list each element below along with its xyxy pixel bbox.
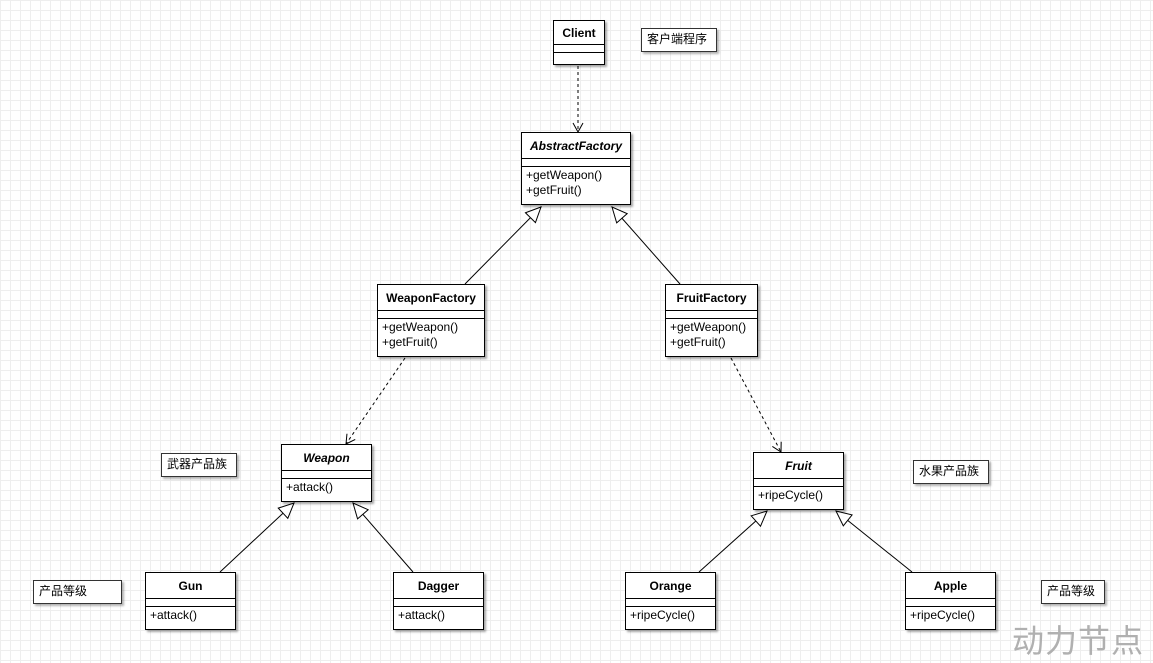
class-orange-methods: +ripeCycle() [626, 607, 715, 624]
method: +getFruit() [670, 335, 726, 349]
class-fruit-factory-methods: +getWeapon() +getFruit() [666, 319, 757, 351]
watermark-logo: 动力节点 [1012, 622, 1145, 660]
class-orange[interactable]: Orange +ripeCycle() [625, 572, 716, 630]
class-weapon-factory-methods: +getWeapon() +getFruit() [378, 319, 484, 351]
class-abstract-factory[interactable]: AbstractFactory +getWeapon() +getFruit() [521, 132, 631, 205]
class-fruit-factory[interactable]: FruitFactory +getWeapon() +getFruit() [665, 284, 758, 357]
class-apple-attributes [906, 599, 995, 607]
class-fruit-attributes [754, 479, 843, 487]
class-weapon-methods: +attack() [282, 479, 371, 496]
class-client[interactable]: Client [553, 20, 605, 65]
method: +ripeCycle() [630, 608, 696, 622]
class-fruit-methods: +ripeCycle() [754, 487, 843, 504]
class-fruit-factory-title: FruitFactory [666, 285, 757, 311]
class-abstract-factory-title: AbstractFactory [522, 133, 630, 159]
class-gun-title: Gun [146, 573, 235, 599]
generalization-apple [835, 510, 913, 573]
dependency-weaponfactory-weapon [345, 357, 406, 445]
class-weapon-attributes [282, 471, 371, 479]
method: +ripeCycle() [910, 608, 976, 622]
method: +getFruit() [526, 183, 582, 197]
class-weapon-factory-title: WeaponFactory [378, 285, 484, 311]
class-orange-title: Orange [626, 573, 715, 599]
class-abstract-factory-methods: +getWeapon() +getFruit() [522, 167, 630, 199]
class-dagger-attributes [394, 599, 483, 607]
class-weapon[interactable]: Weapon +attack() [281, 444, 372, 502]
method: +getWeapon() [670, 320, 747, 334]
method: +getFruit() [382, 335, 438, 349]
dependency-fruitfactory-fruit [730, 357, 782, 453]
class-gun-methods: +attack() [146, 607, 235, 624]
method: +attack() [398, 608, 446, 622]
note-client-program[interactable]: 客户端程序 [641, 28, 717, 52]
class-apple[interactable]: Apple +ripeCycle() [905, 572, 996, 630]
class-apple-title: Apple [906, 573, 995, 599]
method: +ripeCycle() [758, 488, 824, 502]
class-weapon-factory[interactable]: WeaponFactory +getWeapon() +getFruit() [377, 284, 485, 357]
class-fruit[interactable]: Fruit +ripeCycle() [753, 452, 844, 510]
class-apple-methods: +ripeCycle() [906, 607, 995, 624]
class-abstract-factory-attributes [522, 159, 630, 167]
method: +attack() [150, 608, 198, 622]
class-weapon-title: Weapon [282, 445, 371, 471]
class-fruit-factory-attributes [666, 311, 757, 319]
class-orange-attributes [626, 599, 715, 607]
class-client-attributes [554, 45, 604, 53]
note-fruit-family[interactable]: 水果产品族 [913, 460, 989, 484]
class-client-title: Client [554, 21, 604, 45]
class-dagger-title: Dagger [394, 573, 483, 599]
class-client-methods [554, 53, 604, 61]
generalization-dagger [352, 502, 414, 573]
note-product-level-right[interactable]: 产品等级 [1041, 580, 1105, 604]
method: +getWeapon() [526, 168, 603, 182]
note-weapon-family[interactable]: 武器产品族 [161, 453, 237, 477]
generalization-fruitfactory [611, 206, 681, 285]
class-dagger[interactable]: Dagger +attack() [393, 572, 484, 630]
method: +getWeapon() [382, 320, 459, 334]
method: +attack() [286, 480, 334, 494]
note-product-level-left[interactable]: 产品等级 [33, 580, 122, 604]
generalization-weaponfactory [464, 206, 542, 285]
class-dagger-methods: +attack() [394, 607, 483, 624]
class-gun[interactable]: Gun +attack() [145, 572, 236, 630]
generalization-gun [219, 502, 295, 573]
class-fruit-title: Fruit [754, 453, 843, 479]
generalization-orange [698, 510, 768, 573]
class-gun-attributes [146, 599, 235, 607]
class-weapon-factory-attributes [378, 311, 484, 319]
